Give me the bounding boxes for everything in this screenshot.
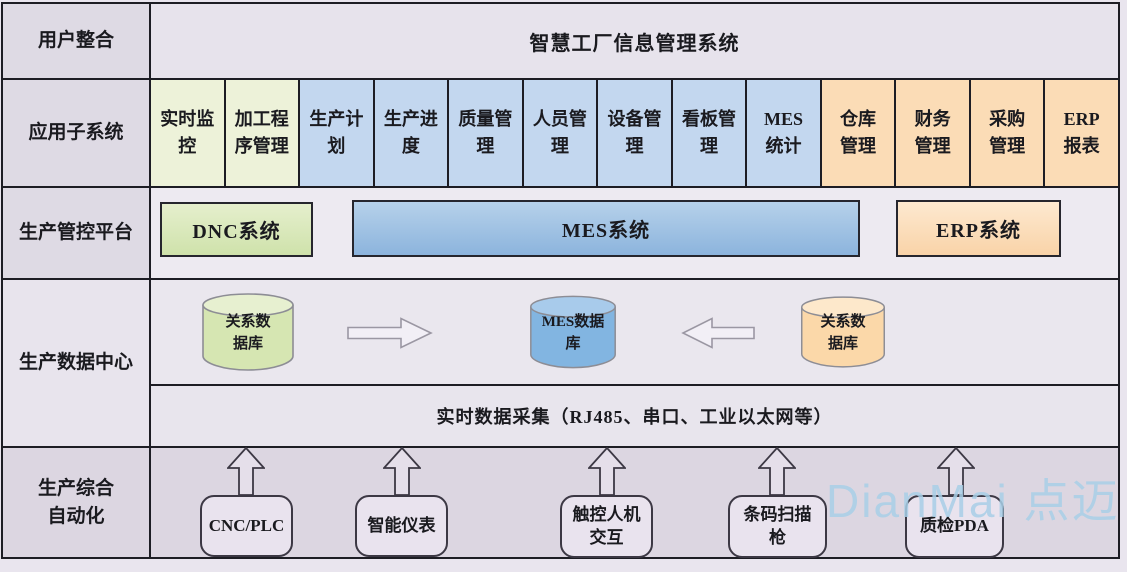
subsystem-mes-statistics: MES 统计 xyxy=(747,80,822,186)
subsystem-production-progress: 生产进 度 xyxy=(374,80,450,186)
subsystem-finance-mgmt: 财务 管理 xyxy=(896,80,971,186)
layer-label-automation: 生产综合 自动化 xyxy=(3,448,149,557)
subsystem-equipment-mgmt: 设备管 理 xyxy=(598,80,673,186)
layer-label-platform: 生产管控平台 xyxy=(3,188,149,280)
system-title: 智慧工厂信息管理系统 xyxy=(151,4,1118,80)
layer-label-subsystems: 应用子系统 xyxy=(3,80,149,188)
diagram-frame: 用户整合 应用子系统 生产管控平台 生产数据中心 生产综合 自动化 智慧工厂信息… xyxy=(1,2,1120,559)
subsystem-production-plan: 生产计 划 xyxy=(300,80,375,186)
platform-row xyxy=(151,188,1118,280)
subsystem-warehouse-mgmt: 仓库 管理 xyxy=(821,80,897,186)
diagram-main-column: 智慧工厂信息管理系统 实时监 控 加工程 序管理 生产计 划 生产进 度 质量管… xyxy=(151,4,1118,557)
layer-label-column: 用户整合 应用子系统 生产管控平台 生产数据中心 生产综合 自动化 xyxy=(3,4,151,557)
subsystem-personnel-mgmt: 人员管 理 xyxy=(523,80,599,186)
subsystem-procurement-mgmt: 采购 管理 xyxy=(970,80,1046,186)
subsystem-realtime-monitoring: 实时监 控 xyxy=(151,80,226,186)
layer-label-user-integration: 用户整合 xyxy=(3,4,149,80)
realtime-data-collection-band: 实时数据采集（RJ485、串口、工业以太网等） xyxy=(151,386,1118,448)
subsystem-machining-program-mgmt: 加工程 序管理 xyxy=(225,80,301,186)
subsystem-quality-mgmt: 质量管 理 xyxy=(449,80,524,186)
subsystem-erp-reports: ERP 报表 xyxy=(1045,80,1118,186)
subsystem-kanban-mgmt: 看板管 理 xyxy=(672,80,748,186)
automation-row xyxy=(151,448,1118,557)
data-center-row xyxy=(151,280,1118,386)
subsystem-row: 实时监 控 加工程 序管理 生产计 划 生产进 度 质量管 理 人员管 理 设备… xyxy=(151,80,1118,188)
layer-label-data-center: 生产数据中心 xyxy=(3,280,149,448)
